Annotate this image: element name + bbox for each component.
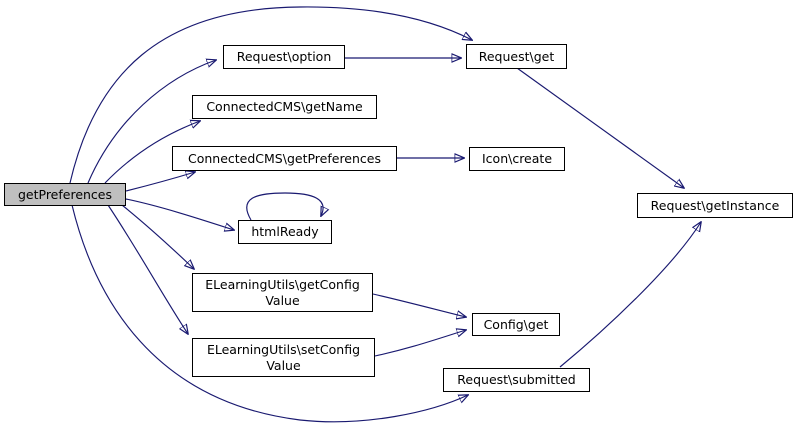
node-elearningutils-getconfigvalue[interactable]: ELearningUtils\getConfig Value <box>192 273 373 312</box>
node-request-submitted[interactable]: Request\submitted <box>443 368 590 392</box>
node-config-get[interactable]: Config\get <box>472 313 560 336</box>
node-connectedcms-getpreferences[interactable]: ConnectedCMS\getPreferences <box>172 146 397 171</box>
node-connectedcms-getname[interactable]: ConnectedCMS\getName <box>192 95 377 119</box>
edge-elearningutils-setconfigvalue-to-config-get <box>374 330 466 357</box>
node-request-option[interactable]: Request\option <box>223 45 345 69</box>
edge-elearningutils-getconfigvalue-to-config-get <box>372 293 466 317</box>
edge-request-submitted-to-request-getinstance <box>559 222 701 368</box>
node-request-getinstance[interactable]: Request\getInstance <box>637 193 793 218</box>
node-htmlready[interactable]: htmlReady <box>238 220 332 244</box>
edge-htmlready-self-loop <box>246 192 323 221</box>
edge-getpreferences-to-elearningutils-setconfigvalue <box>107 204 188 334</box>
node-request-get[interactable]: Request\get <box>466 44 567 69</box>
edge-getpreferences-to-elearningutils-getconfigvalue <box>121 204 194 269</box>
node-get-preferences: getPreferences <box>4 183 126 206</box>
edge-getpreferences-to-connectedcms-getpreferences <box>125 172 195 192</box>
node-icon-create[interactable]: Icon\create <box>469 147 565 171</box>
node-elearningutils-setconfigvalue[interactable]: ELearningUtils\setConfig Value <box>192 338 375 377</box>
edge-getpreferences-to-htmlready <box>125 198 234 230</box>
